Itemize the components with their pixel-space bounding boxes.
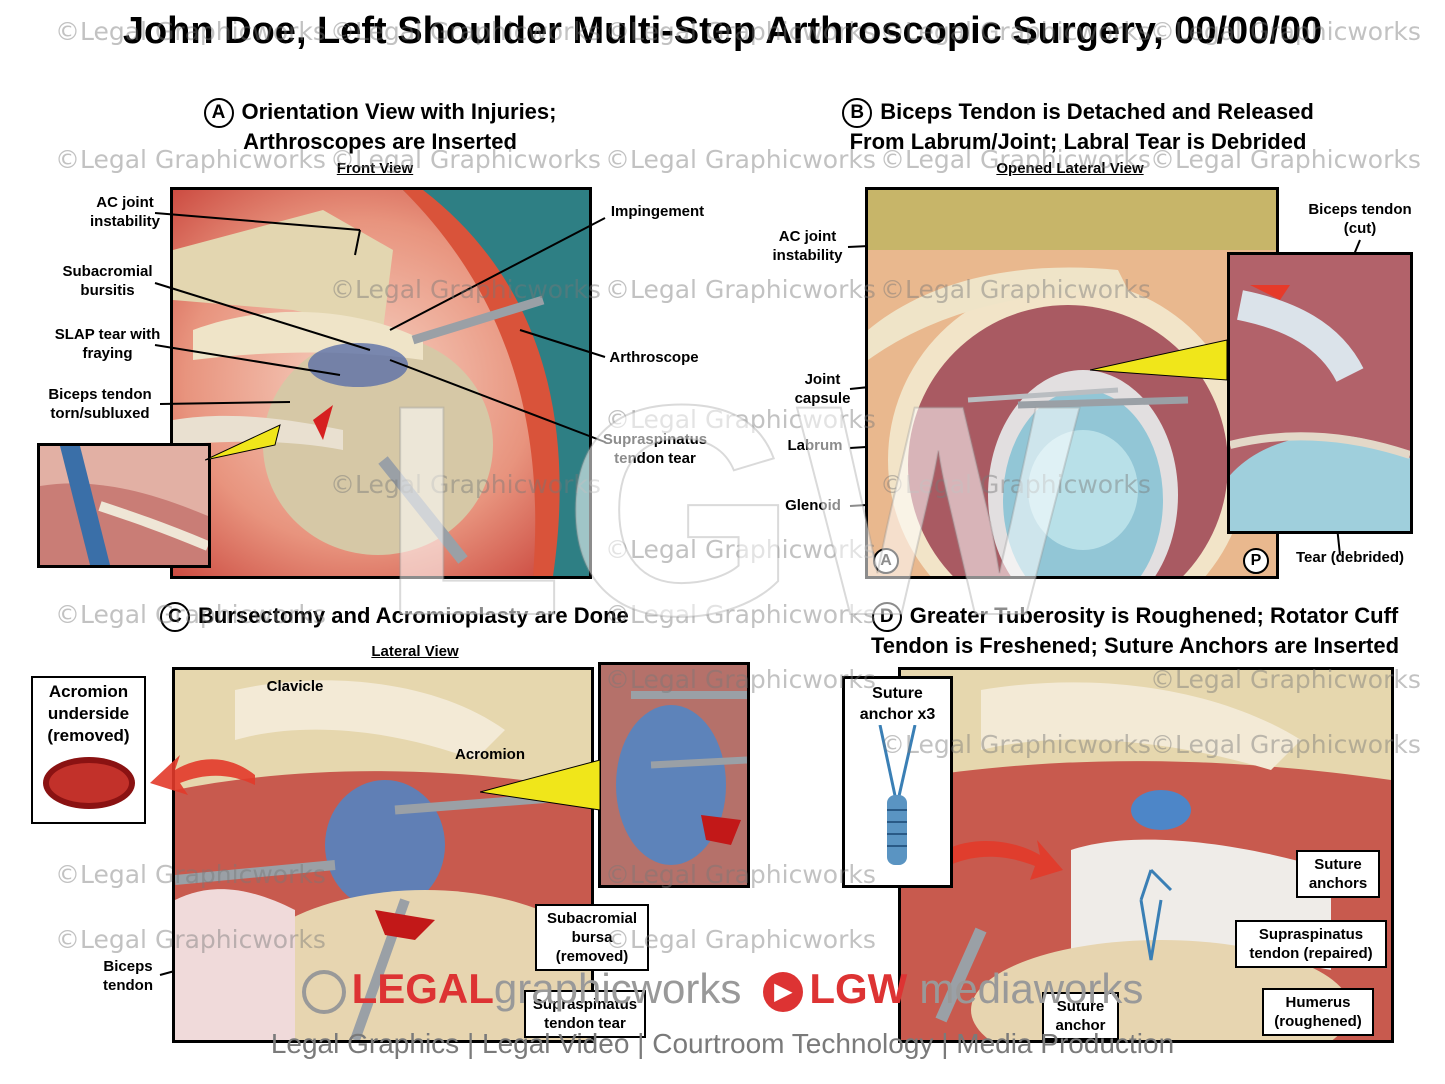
label-acromion: Acromion: [454, 746, 525, 763]
magnifier-icon: [301, 969, 346, 1014]
removed-acromion-fragment: [42, 757, 135, 809]
label-glenoid: Glenoid: [785, 497, 841, 514]
panel-d-inset: Suture anchor x3: [842, 676, 953, 888]
label-humerus-roughened: Humerus (roughened): [1262, 988, 1374, 1036]
label-impingement: Impingement: [610, 203, 705, 220]
panel-d-letter: D: [871, 602, 902, 633]
play-icon: ▶: [763, 971, 804, 1012]
footer-tagline: Legal Graphics | Legal Video | Courtroom…: [270, 1028, 1175, 1059]
panel-a-inset-pointer: [205, 424, 281, 461]
label-subacromial-bursa: Subacromial bursa (removed): [535, 904, 649, 971]
suture-anchor-drawing: [878, 725, 917, 865]
label-clavicle: Clavicle: [266, 678, 324, 695]
label-slap-tear: SLAP tear with fraying: [54, 326, 161, 362]
panel-c-inset-pointer: [480, 760, 601, 811]
panel-b-view-label: Opened Lateral View: [996, 160, 1144, 177]
panel-a-letter: A: [203, 98, 234, 129]
label-suture-anchor: Suture anchor: [1042, 992, 1119, 1040]
label-labrum: Labrum: [787, 437, 843, 454]
label-b-ac-joint: AC joint instability: [772, 228, 843, 264]
panel-b-inset-pointer: [1090, 339, 1228, 381]
panel-b-letter: B: [842, 98, 873, 129]
label-subacromial-bursitis: Subacromial bursitis: [62, 263, 153, 299]
panel-a-view-label: Front View: [336, 160, 414, 177]
panel-b-inset: [1227, 252, 1413, 534]
label-supraspinatus-tendon-tear: Supraspinatus tendon tear: [602, 431, 708, 467]
badge-posterior: P: [1243, 548, 1269, 574]
label-arthroscope: Arthroscope: [609, 349, 699, 366]
panel-a-illustration: [170, 187, 592, 579]
removed-arrow: [150, 755, 255, 795]
panel-b-illustration: [865, 187, 1279, 579]
panel-c-illustration: [172, 667, 594, 1043]
badge-anterior: A: [873, 548, 899, 574]
label-acromion-underside: Acromion underside (removed): [31, 676, 146, 824]
tuberosity-arrow: [945, 840, 1063, 880]
label-tear-debrided: Tear (debrided): [1295, 549, 1405, 566]
page-title: John Doe, Left Shoulder Multi-Step Arthr…: [122, 10, 1323, 52]
panel-c-inset: [598, 662, 750, 888]
panel-c-letter: C: [160, 602, 190, 633]
label-c-supraspinatus-tear: Supraspinatus tendon tear: [524, 990, 646, 1038]
label-ac-joint-instability: AC joint instability: [89, 194, 160, 230]
panel-a-inset: [37, 443, 211, 568]
panel-c-view-label: Lateral View: [371, 643, 459, 660]
label-biceps-tendon-cut: Biceps tendon (cut): [1308, 201, 1412, 237]
big-lgw-watermark: LGW: [379, 342, 1081, 678]
label-biceps-tendon-torn: Biceps tendon torn/subluxed: [48, 386, 152, 422]
label-supraspinatus-repaired: Supraspinatus tendon (repaired): [1235, 920, 1387, 968]
label-suture-anchors: Suture anchors: [1296, 850, 1380, 898]
label-joint-capsule: Joint capsule: [794, 371, 851, 407]
label-c-biceps-tendon: Biceps tendon: [103, 958, 153, 994]
